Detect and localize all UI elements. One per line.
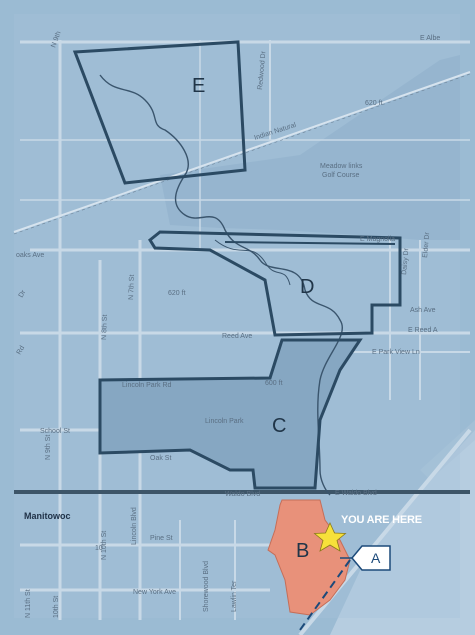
- street-rd: Rd: [16, 345, 27, 356]
- street-10th-st-b: 10th St: [53, 596, 60, 618]
- label-620-ft: 620 ft: [168, 290, 186, 297]
- area-c-boundary: [98, 338, 363, 490]
- street-lincoln-park-rd: Lincoln Park Rd: [122, 382, 172, 389]
- trail-dashed: [299, 559, 351, 631]
- street-dr-left: Dr: [18, 289, 28, 299]
- area-label-b: B: [296, 540, 309, 562]
- area-c-fill: [100, 340, 360, 488]
- river: [99, 74, 343, 496]
- marker-a-shape: [351, 545, 391, 571]
- street-ash-ave: Ash Ave: [410, 307, 436, 314]
- street-daisy-dr: Daisy Dr: [401, 247, 410, 275]
- entrance-a-marker[interactable]: [340, 545, 391, 571]
- street-lincoln-blvd: Lincoln Blvd: [131, 507, 138, 545]
- label-lincoln-park: Lincoln Park: [205, 418, 244, 425]
- street-e-park-view: E Park View Ln: [372, 349, 420, 356]
- star-icon: [313, 522, 347, 552]
- street-redwood-dr: Redwood Dr: [257, 50, 267, 90]
- area-d-inner-line: [224, 241, 396, 245]
- street-n-9th-st: N 9th St: [45, 435, 52, 460]
- street-e-magnolia: E Magnolia: [360, 236, 395, 243]
- street-elder-dr: Elder Dr: [422, 231, 431, 258]
- river-branch: [214, 239, 291, 286]
- railway-ties: [13, 73, 471, 235]
- street-oak-st: Oak St: [150, 455, 171, 462]
- street-n-11th-st: N 11th St: [25, 589, 32, 618]
- street-e-waldo-blvd: E Waldo Blvd: [335, 490, 377, 497]
- street-oaks-ave: oaks Ave: [16, 252, 44, 259]
- railway-line: [13, 71, 471, 233]
- street-reed-ave: Reed Ave: [222, 333, 252, 340]
- lake-michigan: [330, 430, 475, 635]
- area-label-e: E: [192, 75, 205, 97]
- label-600-ft: 600 ft: [265, 380, 283, 387]
- street-waldo-blvd: Waldo Blvd: [225, 491, 260, 498]
- area-e-boundary: [72, 40, 247, 185]
- you-are-here-label: YOU ARE HERE: [341, 514, 422, 526]
- label-620-ft-b: 620 ft: [365, 100, 383, 107]
- city-label: Manitowoc: [24, 511, 71, 521]
- street-lawlin-ter: Lawlin Ter: [231, 580, 238, 612]
- street-n-7th-st: N 7th St: [128, 274, 136, 300]
- street-n-8th-st: N 8th St: [101, 314, 109, 340]
- area-label-d: D: [300, 276, 314, 298]
- area-d-boundary: [148, 230, 402, 337]
- label-meadow-links: Meadow links: [320, 163, 363, 170]
- area-label-a: A: [371, 550, 381, 566]
- label-golf-course: Golf Course: [322, 172, 359, 179]
- street-n-10th-st: N 10th St: [101, 531, 108, 560]
- area-label-c: C: [272, 415, 286, 437]
- street-e-albe: E Albe: [420, 35, 440, 42]
- shoreline-band: [420, 420, 475, 480]
- street-school-st: School St: [40, 428, 70, 435]
- street-e-reed-a: E Reed A: [408, 327, 438, 334]
- street-new-york-ave: New York Ave: [133, 589, 176, 596]
- street-pine-st: Pine St: [150, 535, 173, 542]
- route-10-label: 10: [95, 545, 103, 552]
- street-shorewood-blvd: Shorewood Blvd: [203, 561, 210, 612]
